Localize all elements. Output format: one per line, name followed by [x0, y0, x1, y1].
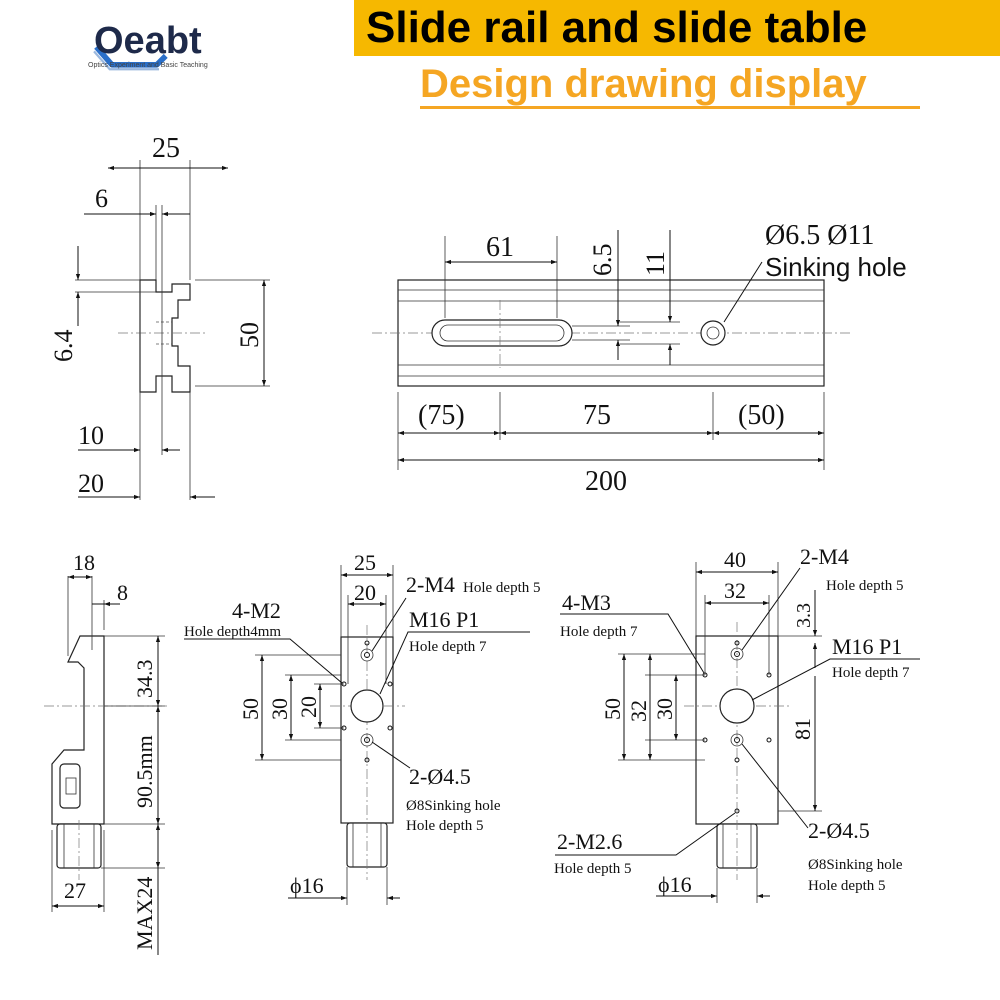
table-large-view: 40 32 50 32 30 3.3 81 2-M4 Hole depth 5 …: [554, 544, 920, 903]
small-m4-spec: 2-M4: [406, 572, 455, 597]
header-banner: [354, 0, 1000, 56]
rail-slot: [431, 319, 573, 347]
dim-rail-right: (50): [738, 400, 785, 431]
dim-rail-lip: 6.4: [49, 330, 78, 363]
large-m4-note: Hole depth 5: [826, 578, 903, 594]
dim-small-20v: 20: [296, 696, 321, 718]
large-m16-note: Hole depth 7: [832, 665, 910, 681]
logo-tagline: Optics Experiment and Basic Teaching: [88, 62, 208, 69]
rail-hole-spec: Ø6.5 Ø11: [765, 220, 874, 251]
dim-large-32v: 32: [626, 700, 651, 722]
small-hole-spec: 2-Ø4.5: [409, 764, 471, 789]
dim-small-30: 30: [267, 698, 292, 720]
page-title: Slide rail and slide table: [366, 3, 868, 52]
dim-small-knob: ϕ16: [290, 873, 324, 898]
dim-rail-total: 200: [585, 466, 627, 497]
large-m3-note: Hole depth 7: [560, 624, 638, 640]
large-m3-spec: 4-M3: [562, 590, 611, 615]
dim-slot-width: 6.5: [588, 244, 617, 277]
dim-rail-mid: 75: [583, 400, 611, 431]
rail-hole-note: Sinking hole: [765, 252, 907, 282]
carrier-side-view: 18 8 34.3 90.5mm MAX24 27: [44, 550, 170, 955]
logo-mark-icon: [93, 45, 168, 71]
page-subtitle: Design drawing display: [420, 62, 867, 106]
small-m2-note: Hole depth4mm: [184, 624, 281, 640]
dim-carrier-base: 27: [64, 878, 86, 903]
dim-carrier-height: 90.5mm: [132, 735, 157, 808]
small-m4-note: Hole depth 5: [463, 580, 540, 596]
dim-rail-base: 20: [78, 469, 104, 498]
large-sink-note: Ø8Sinking hole: [808, 857, 903, 873]
rail-hole: [700, 320, 726, 346]
dim-large-30: 30: [652, 698, 677, 720]
dim-large-40: 40: [724, 547, 746, 572]
dim-rail-base-inner: 10: [78, 421, 104, 450]
dim-small-20: 20: [354, 580, 376, 605]
dim-carrier-8: 8: [117, 580, 128, 605]
m16-hole-large: [719, 688, 755, 724]
large-m16-spec: M16 P1: [832, 634, 902, 659]
rail-profile: [139, 279, 191, 393]
m16-hole: [350, 689, 384, 723]
table-small-view: 25 20 50 30 20 2-M4 Hole depth 5 4-M2 Ho…: [184, 550, 540, 905]
large-m4-spec: 2-M4: [800, 544, 849, 569]
rail-section-view: 25 6 6.4 50 10 20: [49, 133, 270, 500]
dim-large-knob: ϕ16: [658, 872, 692, 897]
dim-large-32: 32: [724, 578, 746, 603]
dim-slot-length: 61: [486, 232, 514, 263]
dim-rail-left: (75): [418, 400, 465, 431]
dim-large-33: 3.3: [793, 603, 815, 628]
dim-carrier-34: 34.3: [132, 660, 157, 699]
small-m16-note: Hole depth 7: [409, 639, 487, 655]
dim-small-50: 50: [238, 698, 263, 720]
dim-carrier-max: MAX24: [132, 877, 157, 950]
logo-name: Oeabt: [94, 20, 202, 62]
dim-carrier-top: 18: [73, 550, 95, 575]
dim-large-81: 81: [790, 718, 815, 740]
dim-rail-height: 50: [235, 322, 264, 348]
small-m2-spec: 4-M2: [232, 598, 281, 623]
small-depth-note: Hole depth 5: [406, 818, 483, 834]
small-m16-spec: M16 P1: [409, 607, 479, 632]
dim-large-50: 50: [600, 698, 625, 720]
large-depth-note: Hole depth 5: [808, 878, 885, 894]
dim-rail-width: 25: [152, 133, 180, 164]
small-sink-note: Ø8Sinking hole: [406, 798, 501, 814]
large-m26-note: Hole depth 5: [554, 861, 631, 877]
dim-small-25: 25: [354, 550, 376, 575]
large-m26-spec: 2-M2.6: [557, 829, 622, 854]
large-hole-spec: 2-Ø4.5: [808, 818, 870, 843]
subtitle-underline: [420, 106, 920, 109]
dim-counterbore: 11: [641, 251, 670, 276]
rail-top-view: 61 6.5 11 Ø6.5 Ø11 Sinking hole (75) 75 …: [372, 220, 907, 497]
dim-rail-slot: 6: [95, 184, 108, 213]
